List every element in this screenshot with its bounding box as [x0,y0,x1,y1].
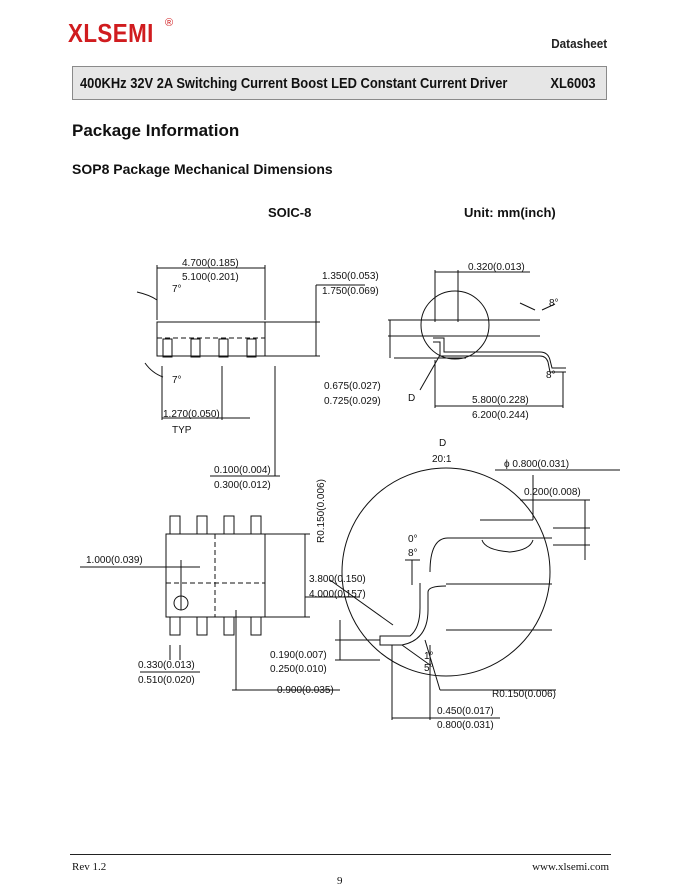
footer-divider [70,854,611,855]
dim-angle-d-top: 0° [408,534,418,545]
title-bar: 400KHz 32V 2A Switching Current Boost LE… [72,66,607,100]
detail-circle [341,467,551,677]
detail-scale: 20:1 [432,454,452,465]
page-number: 9 [337,875,343,887]
dim-pin1-dot: 0.900(0.035) [277,685,334,696]
detail-title: D [439,438,446,449]
dim-standoff-max: 0.300(0.012) [214,480,271,491]
dim-body-thk-max: 0.725(0.029) [324,396,381,407]
dim-hole-dia: ϕ 0.800(0.031) [504,459,569,470]
dim-overall-min: 5.800(0.228) [472,395,529,406]
part-number: XL6003 [550,75,596,92]
dim-angle-top: 7° [172,284,182,295]
dim-foot-max: 0.800(0.031) [437,720,494,731]
document-type: Datasheet [551,36,607,51]
detail-label: D [408,393,415,404]
side-lead [246,338,257,358]
dim-pin1-offset: 1.000(0.039) [86,555,143,566]
dim-body-len-min: 4.700(0.185) [182,258,239,269]
dim-pitch-note: TYP [172,425,192,436]
dim-angle-bottom: 7° [172,375,182,386]
side-lead [190,338,201,358]
website-link[interactable]: www.xlsemi.com [532,861,609,873]
dim-pitch: 1.270(0.050) [163,409,220,420]
dim-body-w-min: 3.800(0.150) [309,574,366,585]
dim-lead-t-min: 0.190(0.007) [270,650,327,661]
dim-foot-min: 0.450(0.017) [437,706,494,717]
dim-height-max: 1.750(0.069) [322,286,379,297]
side-lead [218,338,229,358]
dim-overall-max: 6.200(0.244) [472,410,529,421]
document-title: 400KHz 32V 2A Switching Current Boost LE… [80,75,508,92]
dim-body-w-max: 4.000(0.157) [309,589,366,600]
dim-lead-w-min: 0.330(0.013) [138,660,195,671]
dim-radius-bottom: R0.150(0.006) [492,689,556,700]
package-label: SOIC-8 [268,205,311,220]
revision-label: Rev 1.2 [72,861,107,873]
dim-hole-depth: 0.200(0.008) [524,487,581,498]
dim-standoff-min: 0.100(0.004) [214,465,271,476]
side-view-body [156,321,266,357]
dim-body-thk-min: 0.675(0.027) [324,381,381,392]
dim-angle-foot-1: 1° [424,651,434,662]
dim-lead-w-max: 0.510(0.020) [138,675,195,686]
dim-body-len-max: 5.100(0.201) [182,272,239,283]
dim-angle-side-1: 8° [549,298,559,309]
company-logo: XLSEMI [68,18,154,48]
dim-angle-side-2: 8° [546,370,556,381]
dim-lead-t-max: 0.250(0.010) [270,664,327,675]
unit-label: Unit: mm(inch) [464,205,556,220]
section-heading: Package Information [72,121,240,140]
dim-angle-foot-2: 5° [424,663,434,674]
side-lead [162,338,173,358]
dim-angle-d-bot: 8° [408,548,418,559]
registered-mark: ® [165,17,174,29]
section-subheading: SOP8 Package Mechanical Dimensions [72,161,333,177]
dim-height-min: 1.350(0.053) [322,271,379,282]
dim-lead-thk-side: 0.320(0.013) [468,262,525,273]
dim-radius-top: R0.150(0.006) [316,479,327,543]
